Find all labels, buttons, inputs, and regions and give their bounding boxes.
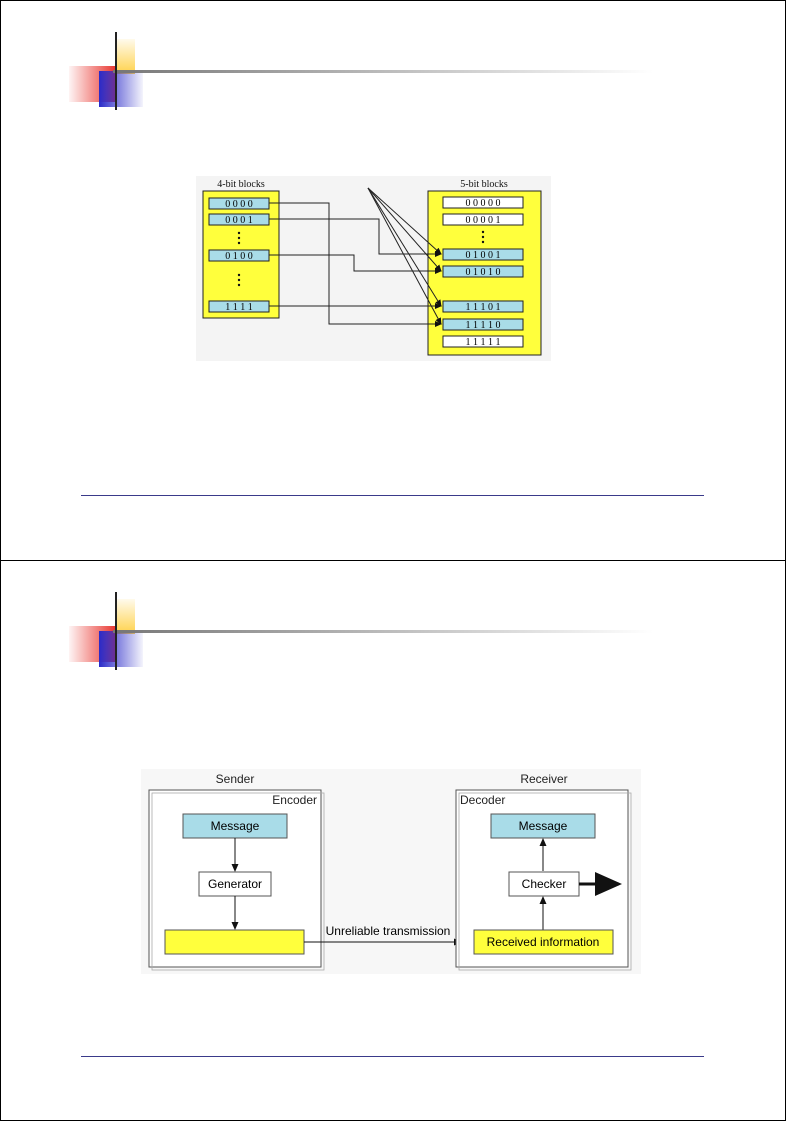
five-bit-block bbox=[442, 213, 524, 226]
codeword-box bbox=[164, 929, 305, 955]
five-bit-block bbox=[442, 335, 524, 348]
encoder-label: Encoder bbox=[272, 793, 317, 807]
five-bit-block-label: 0 1 0 0 1 bbox=[466, 250, 501, 261]
receiver-label: Receiver bbox=[520, 772, 567, 786]
transmission-label: Unreliable transmission bbox=[326, 924, 451, 938]
five-bit-block bbox=[442, 265, 524, 278]
ellipsis-icon bbox=[481, 230, 485, 244]
receiver-message-box bbox=[490, 813, 596, 839]
sender-label: Sender bbox=[216, 772, 255, 786]
mapping-arrows bbox=[269, 202, 442, 327]
received-information-label: Received information bbox=[487, 935, 600, 949]
sender-message-box bbox=[182, 813, 288, 839]
slide-1: 4-bit blocks 0 0 0 0 0 0 0 1 0 1 0 0 1 1… bbox=[0, 0, 786, 561]
generator-label: Generator bbox=[208, 877, 262, 891]
ellipsis-icon bbox=[237, 231, 241, 245]
receiver-message-label: Message bbox=[519, 819, 568, 833]
sender-message-label: Message bbox=[211, 819, 260, 833]
pointer-lines bbox=[367, 187, 442, 325]
slide-2: Sender Encoder Message Generator Unrelia… bbox=[0, 560, 786, 1121]
footer-divider bbox=[81, 495, 704, 496]
ellipsis-icon bbox=[237, 273, 241, 287]
five-bit-block-label: 0 1 0 1 0 bbox=[466, 267, 501, 278]
four-bit-block-label: 1 1 1 1 bbox=[225, 302, 253, 313]
four-bit-block-label: 0 0 0 1 bbox=[225, 215, 253, 226]
five-bit-block bbox=[442, 248, 524, 261]
five-bit-block-label: 1 1 1 1 0 bbox=[466, 320, 501, 331]
five-bit-block-label: 1 1 1 1 1 bbox=[466, 337, 501, 348]
four-bit-title: 4-bit blocks bbox=[217, 179, 265, 190]
five-bit-block-label: 0 0 0 0 1 bbox=[466, 215, 501, 226]
five-bit-block bbox=[442, 300, 524, 313]
four-bit-block-label: 0 0 0 0 bbox=[225, 199, 253, 210]
five-bit-block-label: 1 1 1 0 1 bbox=[466, 302, 501, 313]
five-bit-block bbox=[442, 318, 524, 331]
decoder-label: Decoder bbox=[460, 793, 505, 807]
checker-box bbox=[508, 871, 580, 897]
slide-corner-decoration bbox=[69, 592, 653, 670]
generator-box bbox=[198, 871, 272, 897]
five-bit-title: 5-bit blocks bbox=[460, 179, 508, 190]
five-bit-block-label: 0 0 0 0 0 bbox=[466, 198, 501, 209]
slide-corner-decoration bbox=[69, 32, 653, 110]
footer-divider bbox=[81, 1056, 704, 1057]
error-detection-figure: Sender Encoder Message Generator Unrelia… bbox=[141, 769, 641, 974]
checker-label: Checker bbox=[522, 877, 567, 891]
block-coding-figure: 4-bit blocks 0 0 0 0 0 0 0 1 0 1 0 0 1 1… bbox=[196, 176, 551, 361]
four-bit-block-label: 0 1 0 0 bbox=[225, 251, 253, 262]
received-information-box bbox=[473, 929, 614, 955]
five-bit-block bbox=[442, 196, 524, 209]
